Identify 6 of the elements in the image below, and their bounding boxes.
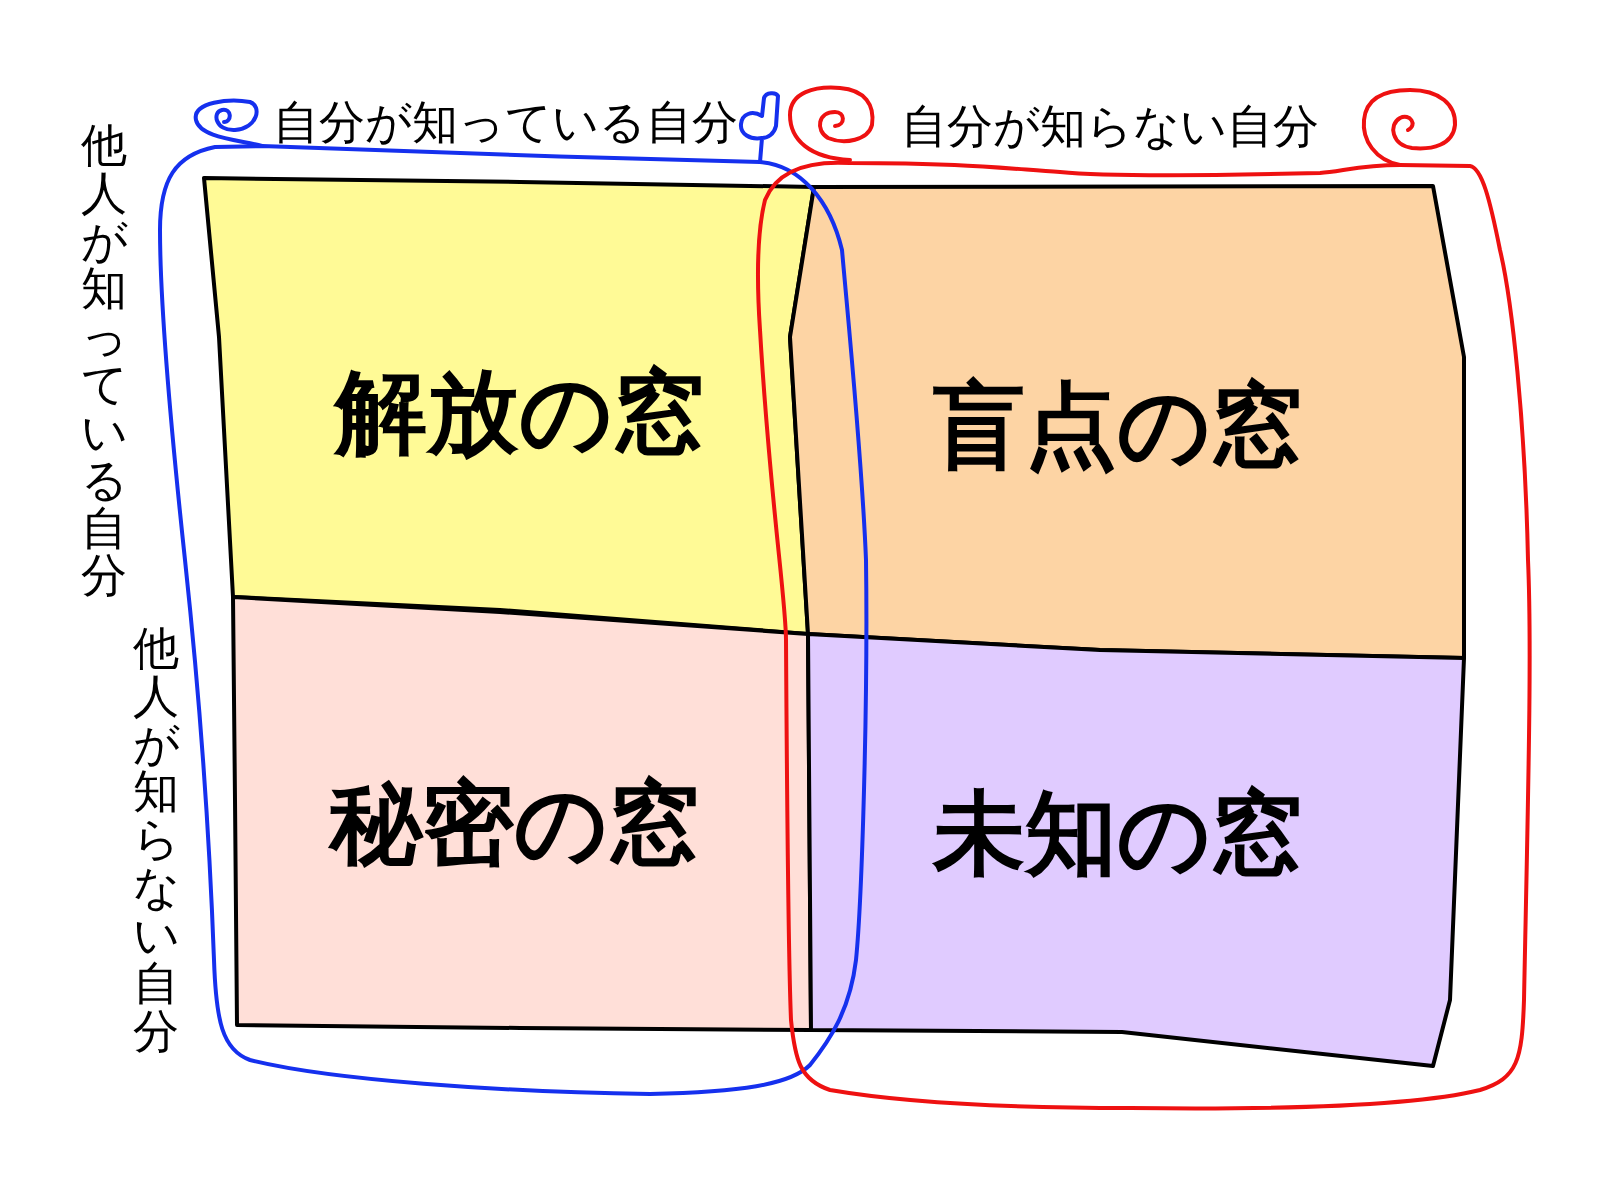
window-quadrant — [231, 595, 813, 1032]
window-quadrant — [806, 632, 1466, 1068]
loop-heading: 自分が知っている自分 — [272, 99, 738, 145]
loop-heading: 自分が知らない自分 — [901, 103, 1319, 149]
axis-label: 他人が知らない自分 — [132, 625, 180, 1056]
axis-label: 他人が知っている自分 — [80, 122, 128, 601]
